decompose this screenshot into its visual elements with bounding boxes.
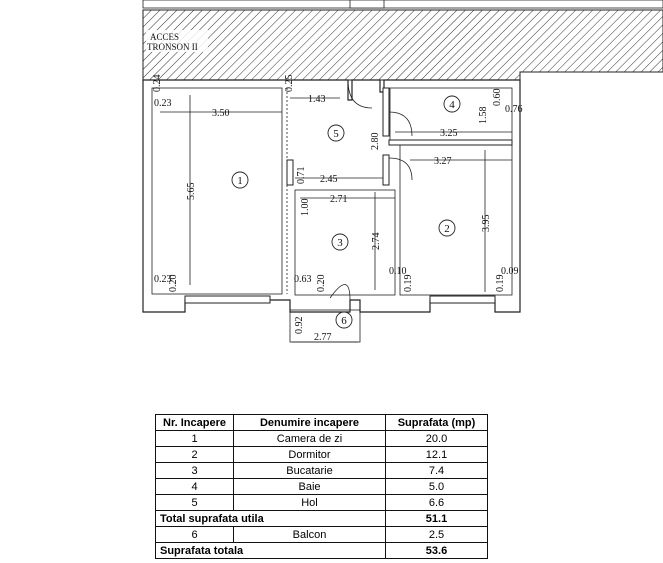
table-row: 1 Camera de zi 20.0 [155,430,488,447]
dim-text: 0.23 [154,98,172,109]
dim-text: 1.58 [478,107,489,125]
dim-text: 3.25 [440,128,458,139]
dim-text: 0.71 [296,167,307,185]
access-label-line1: ACCES [150,32,179,42]
total-label: Suprafata totala [155,542,386,559]
total-utila-value: 51.1 [385,510,488,527]
dim-text: 1.43 [308,94,326,105]
header-nr: Nr. Incapere [155,414,234,431]
room-3-outline [294,189,396,296]
dim-text: 3.50 [212,108,230,119]
cell-area: 20.0 [385,430,488,447]
dim-text: 5.65 [186,183,197,201]
room-number-circle [443,95,461,113]
partition-living [286,159,294,186]
total-value: 53.6 [385,542,488,559]
header-name: Denumire incapere [233,414,386,431]
room-number-circle [438,219,456,237]
dim-text: 0.76 [505,104,523,115]
cell-name: Bucatarie [233,462,386,479]
header-area: Suprafata (mp) [385,414,488,431]
cell-area: 6.6 [385,494,488,511]
table-row: 2 Dormitor 12.1 [155,446,488,463]
cell-nr: 2 [155,446,234,463]
partition-bath-bedroom [388,139,513,146]
table-row: 3 Bucatarie 7.4 [155,462,488,479]
cell-name: Hol [233,494,386,511]
access-corridor-hatch [142,9,663,81]
room-number: 6 [341,315,347,327]
table-row-balcon: 6 Balcon 2.5 [155,526,488,543]
room-number: 4 [449,99,455,111]
room-number-circle [231,171,249,189]
cell-nr: 3 [155,462,234,479]
total-utila-label: Total suprafata utila [155,510,386,527]
dim-text: 0.20 [168,275,179,293]
cell-nr: 6 [155,526,234,543]
window-bedroom [429,295,496,304]
cell-nr: 4 [155,478,234,495]
total-row: Suprafata totala 53.6 [155,542,488,559]
dim-text: 3.95 [481,215,492,233]
room-number: 2 [444,223,450,235]
cell-nr: 5 [155,494,234,511]
dim-text: 0.19 [495,275,506,293]
cell-area: 12.1 [385,446,488,463]
dim-text: 2.80 [370,133,381,151]
door-swing-balcony [329,284,351,301]
table-row: 4 Baie 5.0 [155,478,488,495]
dim-text: 0.25 [284,75,295,93]
door-swing-entry [347,79,373,109]
room-number-circle [327,124,345,142]
table-row: 5 Hol 6.6 [155,494,488,511]
cell-area: 5.0 [385,478,488,495]
cell-name: Dormitor [233,446,386,463]
dim-text: 0.19 [403,275,414,293]
dim-text: 0.92 [294,317,305,335]
table-header-row: Nr. Incapere Denumire incapere Suprafata… [155,414,488,431]
access-label-bg [146,30,208,52]
room-number: 5 [333,128,339,140]
dim-text: 0.63 [294,274,312,285]
partition-bath [382,87,390,137]
access-label-line2: TRONSON II [147,42,198,52]
dim-text: 1.00 [300,199,311,217]
top-wall-opening [349,0,385,9]
dim-text: 0.09 [501,266,519,277]
dim-text: 2.77 [314,332,332,343]
cell-nr: 1 [155,430,234,447]
dim-text: 0.20 [316,275,327,293]
window-living [184,295,271,304]
floor-plan: ACCES TRONSON II 0.24 0.23 3.50 0.25 1.4… [142,0,663,343]
top-wall-strip [142,0,663,9]
total-utila-row: Total suprafata utila 51.1 [155,510,488,527]
room-number-circle [331,233,349,251]
dim-text: 2.74 [371,233,382,251]
cell-name: Camera de zi [233,430,386,447]
area-table: Nr. Incapere Denumire incapere Suprafata… [155,414,488,559]
cell-area: 7.4 [385,462,488,479]
cell-area: 2.5 [385,526,488,543]
room-number-circle [335,311,353,329]
dim-text: 0.10 [389,266,407,277]
cell-name: Balcon [233,526,386,543]
dim-text: 2.45 [320,174,338,185]
dim-text: 0.24 [152,75,163,93]
door-swing-bedroom [388,157,413,181]
cell-name: Baie [233,478,386,495]
dim-text: 2.71 [330,194,348,205]
dim-text: 3.27 [434,156,452,167]
room-number: 3 [337,237,343,249]
dim-text: 0.23 [154,274,172,285]
dim-text: 0.60 [492,89,503,107]
partition-hall [382,154,390,186]
room-number: 1 [237,175,243,187]
room-1-outline [151,87,283,295]
